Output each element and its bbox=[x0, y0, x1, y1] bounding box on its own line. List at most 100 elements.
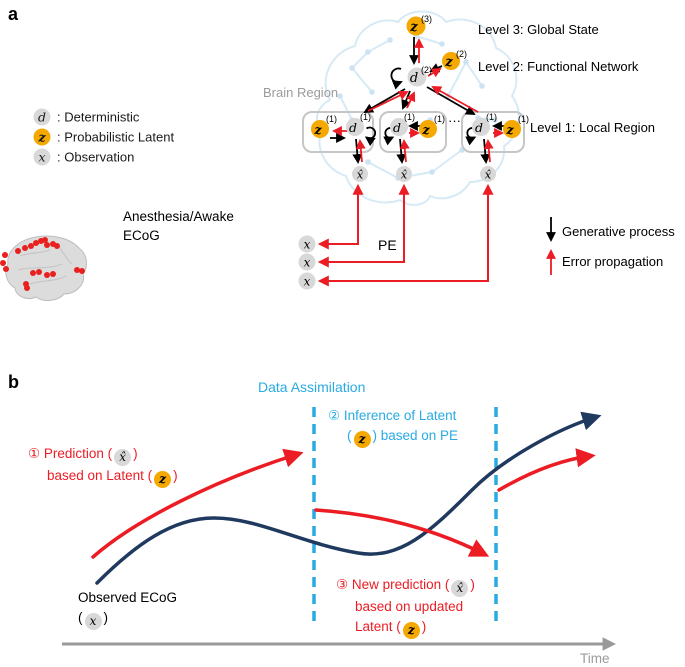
x3-node bbox=[298, 272, 316, 290]
z1c-sup: (1) bbox=[518, 114, 529, 124]
error-arrow bbox=[483, 139, 494, 163]
z2-label: z bbox=[444, 55, 453, 70]
observed-ecog-annotation: Observed ECoG (x) bbox=[78, 588, 177, 630]
prediction-curve-2 bbox=[314, 508, 490, 557]
observation-token: x bbox=[84, 613, 102, 630]
prediction-curve-1 bbox=[91, 448, 304, 559]
x1-node bbox=[298, 235, 316, 253]
latent-node-icon bbox=[33, 128, 51, 146]
z3-sup: (3) bbox=[421, 14, 432, 24]
time-axis-label: Time bbox=[580, 651, 610, 666]
d1b-label: d bbox=[393, 120, 401, 135]
z1b-node bbox=[419, 120, 437, 138]
level3-label: Level 3: Global State bbox=[478, 22, 599, 37]
pe-elbow-arrow bbox=[317, 183, 364, 250]
ecog-caption-line2: ECoG bbox=[123, 228, 160, 243]
d1b-sup: (1) bbox=[404, 112, 415, 122]
step1-line2-post: ) bbox=[173, 468, 178, 483]
z1a-label: z bbox=[313, 122, 322, 137]
data-assimilation-title: Data Assimilation bbox=[258, 379, 366, 395]
step1-line2-pre: based on Latent ( bbox=[47, 468, 153, 483]
xhat3-label: x̂ bbox=[485, 168, 492, 182]
step3-line2: based on updated bbox=[355, 599, 464, 614]
observed-ecog-curve bbox=[95, 411, 602, 585]
z3-node bbox=[406, 16, 426, 36]
latent-token: z bbox=[402, 622, 420, 639]
ecog-caption-line1: Anesthesia/Awake bbox=[123, 209, 234, 224]
d1a-sup: (1) bbox=[360, 112, 371, 122]
local-region-boxes bbox=[302, 111, 525, 153]
region-box-3 bbox=[461, 111, 525, 153]
d1a-label: d bbox=[349, 120, 357, 135]
pe-elbow-arrow bbox=[317, 183, 494, 287]
d1c-label: d bbox=[475, 120, 483, 135]
xhat1-label: x̂ bbox=[357, 168, 364, 182]
z3-label: z bbox=[409, 20, 418, 35]
legend-d-symbol: d bbox=[38, 110, 46, 125]
step3-line3-pre: Latent ( bbox=[355, 619, 401, 634]
z1b-label: z bbox=[421, 122, 430, 137]
arrow-legend: Generative process Error propagation bbox=[546, 217, 675, 275]
x1-label: x bbox=[304, 238, 311, 252]
latent-token: z bbox=[154, 471, 172, 488]
legend-z-symbol: z bbox=[37, 130, 46, 145]
z1c-label: z bbox=[505, 122, 514, 137]
observed-line1: Observed ECoG bbox=[78, 590, 178, 605]
region-box-2 bbox=[379, 111, 447, 153]
generative-arrow bbox=[480, 138, 491, 164]
deterministic-node-icon bbox=[33, 108, 51, 126]
d1c-sup: (1) bbox=[486, 112, 497, 122]
step2-line1: ② Inference of Latent bbox=[328, 408, 457, 423]
self-loop-icon bbox=[390, 67, 403, 90]
error-arrow bbox=[427, 68, 442, 78]
panel-b-plot bbox=[62, 407, 617, 651]
node-type-legend: d : Deterministic z : Probabilistic Late… bbox=[33, 108, 174, 166]
step3-line1-post: ) bbox=[470, 577, 475, 592]
x3-label: x bbox=[304, 275, 311, 289]
z2-sup: (2) bbox=[456, 49, 467, 59]
d1a-node bbox=[346, 118, 364, 136]
step3-line3-post: ) bbox=[421, 619, 427, 634]
error-arrow bbox=[367, 91, 409, 112]
xhat3-node bbox=[480, 166, 496, 182]
circuit-brain-background bbox=[315, 10, 520, 206]
step3-line1-pre: ③ New prediction ( bbox=[336, 577, 450, 592]
brain-electrode-image bbox=[0, 235, 87, 302]
level2-label: Level 2: Functional Network bbox=[478, 59, 639, 74]
self-loop-icon bbox=[364, 126, 376, 147]
level1-label: Level 1: Local Region bbox=[530, 120, 655, 135]
legend-x-label: : Observation bbox=[57, 150, 134, 165]
step1-annotation: ① Prediction (x̂) based on Latent (z) bbox=[28, 444, 178, 488]
region-box-1 bbox=[302, 111, 374, 153]
x2-label: x bbox=[304, 256, 311, 270]
generative-legend-label: Generative process bbox=[562, 224, 675, 239]
step2-annotation: ② Inference of Latent (z) based on PE bbox=[328, 406, 458, 448]
pe-label: PE bbox=[378, 237, 397, 253]
d2-label: d bbox=[410, 71, 418, 86]
xhat1-node bbox=[352, 166, 368, 182]
d2-node bbox=[407, 67, 427, 87]
observation-node-icon bbox=[33, 148, 51, 166]
d1c-node bbox=[472, 118, 490, 136]
latent-token: z bbox=[353, 431, 371, 448]
observed-line2-post: ) bbox=[103, 610, 109, 625]
error-arrows bbox=[317, 38, 504, 287]
prediction-token: x̂ bbox=[114, 449, 132, 466]
legend-d-label: : Deterministic bbox=[57, 110, 140, 125]
z1c-node bbox=[503, 120, 521, 138]
step1-line1-pre: ① Prediction ( bbox=[28, 446, 113, 461]
step3-annotation: ③ New prediction (x̂) based on updated L… bbox=[336, 575, 475, 639]
step1-line1-post: ) bbox=[133, 446, 138, 461]
panel-b-label: b bbox=[8, 372, 19, 392]
legend-z-label: : Probabilistic Latent bbox=[57, 130, 174, 145]
step2-line2-pre: ( bbox=[347, 428, 352, 443]
panel-a-diagram: d : Deterministic z : Probabilistic Late… bbox=[0, 10, 675, 302]
z2-node bbox=[442, 52, 460, 70]
error-arrow bbox=[406, 91, 416, 109]
observed-line2-pre: ( bbox=[78, 610, 83, 625]
panel-a-label: a bbox=[8, 4, 19, 24]
error-legend-label: Error propagation bbox=[562, 254, 663, 269]
z1a-node bbox=[311, 120, 329, 138]
d1b-node bbox=[390, 118, 408, 136]
